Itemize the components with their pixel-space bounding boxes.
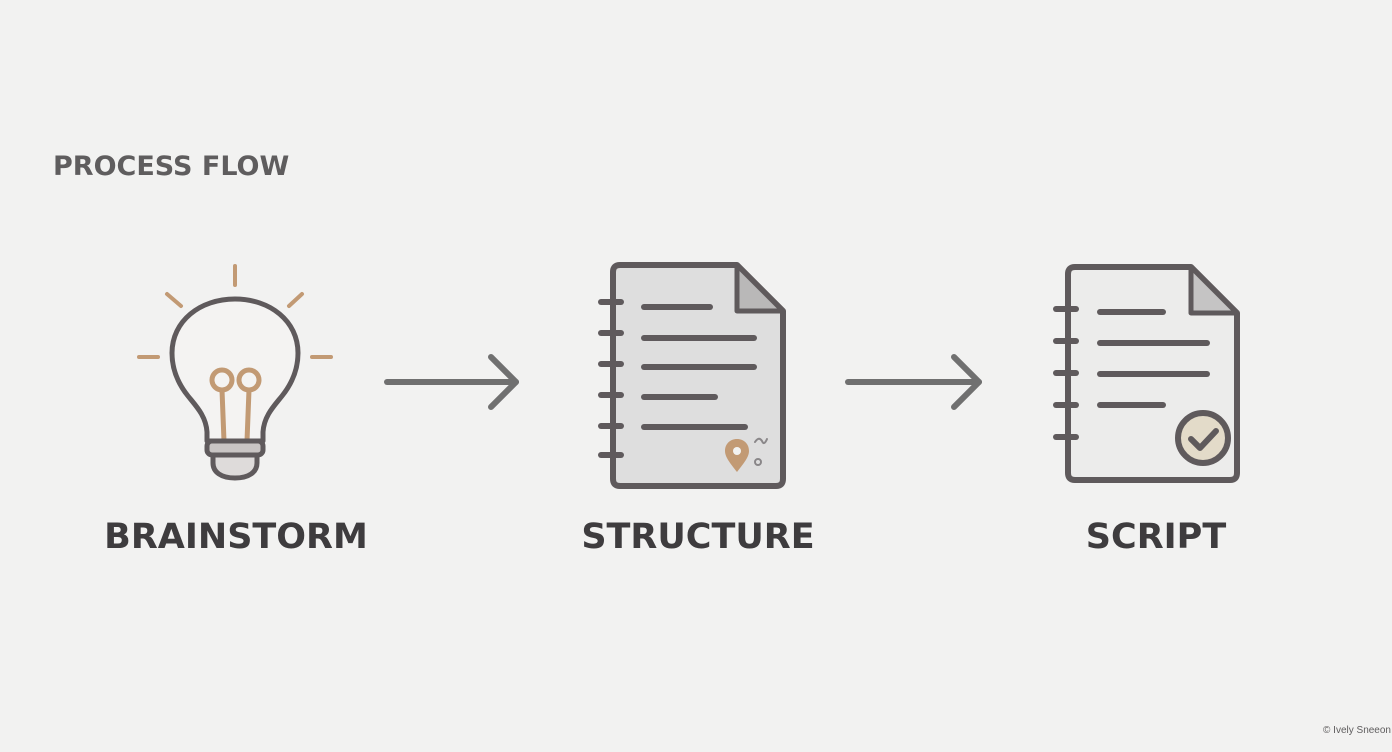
notebook-document-icon (598, 262, 786, 489)
step-label-brainstorm: BRAINSTORM (104, 517, 368, 557)
diagram-title: PROCESS FLOW (53, 151, 290, 182)
arrow-right-icon (384, 354, 519, 410)
lightbulb-icon (137, 264, 333, 481)
arrow-right-icon (845, 354, 982, 410)
step-label-structure: STRUCTURE (581, 517, 815, 557)
checked-document-icon (1053, 264, 1240, 483)
credit-text: © Ively Sneeon (1323, 725, 1391, 736)
step-label-script: SCRIPT (1085, 517, 1227, 557)
